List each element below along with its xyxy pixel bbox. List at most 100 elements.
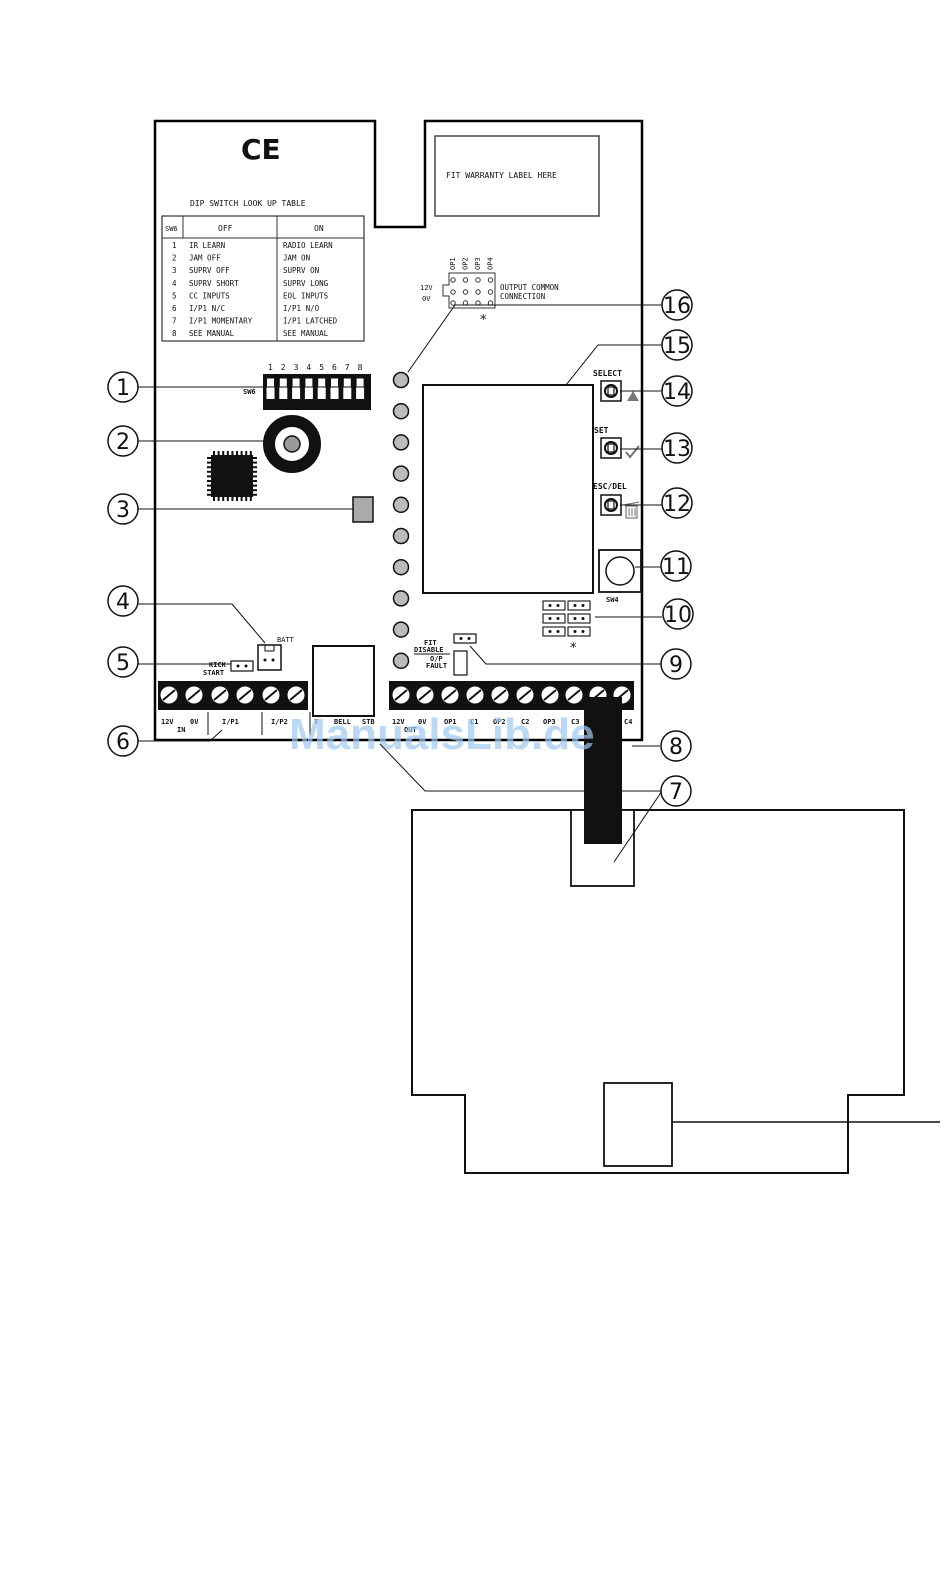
jumper-link[interactable] [567,613,591,624]
op-fault-label-line1: O/P [430,655,443,663]
callout-number: 4 [116,590,130,615]
dip-switch-number: 5 [319,363,324,372]
op-pin [450,277,456,283]
op-label-line1: OUTPUT COMMON [500,283,559,292]
callout-leaders [138,304,663,863]
callout-12: 12 [661,487,693,519]
jumper-link[interactable] [542,626,566,637]
dip-switch-number: 3 [294,363,299,372]
callout-4: 4 [107,585,139,617]
callout-11: 11 [660,550,692,582]
dip-switch-lever[interactable] [317,378,326,399]
callout-10: 10 [662,598,694,630]
dip-row-off: SUPRV SHORT [189,279,239,288]
terminal-label: C3 [571,718,579,726]
callout-number: 3 [116,498,130,523]
dip-switch-lever[interactable] [279,378,288,399]
dip-switch-lever[interactable] [343,378,352,399]
dip-switch-number-bottom: 7 [345,402,349,409]
callout-3: 3 [107,493,139,525]
dip-header-sw: SW6 [165,225,178,233]
op-column-label: OP1 [449,257,457,270]
pcb-outline [153,119,644,742]
start-label: START [203,669,224,677]
esc-del-button[interactable] [600,494,622,516]
callout-1: 1 [107,371,139,403]
terminal-label: C1 [470,718,478,726]
op-column-label: OP2 [462,257,470,270]
dip-row-on: I/P1 LATCHED [283,317,338,326]
up-arrow-icon [627,391,639,401]
callout-number: 8 [669,735,683,760]
op-pin [462,277,469,283]
dip-switch-lever[interactable] [330,378,339,399]
kick-start-jumper[interactable] [230,660,254,672]
status-led [392,527,410,545]
op-column-label: OP4 [487,257,495,270]
jumper-link[interactable] [567,626,591,637]
callout-9: 9 [660,648,692,680]
callout-7: 7 [660,775,692,807]
op-pin [450,300,456,306]
dip-switch-number-bottom: 6 [332,402,336,409]
terminal-label: I/P1 [222,718,239,726]
checkmark-icon [625,445,640,459]
kick-label: KICK [209,661,227,669]
dip-switch-number: 6 [332,363,337,372]
disable-label: DISABLE [414,646,444,654]
select-button[interactable] [600,380,622,402]
dip-row-on: JAM ON [283,254,310,263]
jumper-link[interactable] [542,600,566,611]
callout-number: 10 [664,603,692,628]
dip-switch-lever[interactable] [356,378,365,399]
op-row-0v: 0V [422,295,431,303]
fit-jumper[interactable] [453,633,477,644]
op-pin [487,289,494,295]
set-button[interactable] [600,437,622,459]
dip-row-num: 6 [172,304,177,313]
callout-14: 14 [661,375,693,407]
terminal-label: STB [362,718,375,726]
dip-row-num: 8 [172,329,177,338]
buzzer [263,415,321,473]
dip-row-off: SUPRV OFF [189,266,230,275]
sw4-label: SW4 [606,596,619,604]
dip-switch-lever[interactable] [266,378,275,399]
op-pin [487,277,494,283]
dip-switch-lever[interactable] [304,378,313,399]
status-led [392,590,410,607]
callout-number: 9 [669,653,683,678]
callout-8: 8 [660,730,692,762]
terminal-label: 12V [161,718,174,726]
microcontroller-chip [207,451,257,501]
jumper-link[interactable] [542,613,566,624]
module-port [603,1082,673,1167]
sw4-tamper-button[interactable] [598,549,642,593]
fit-disable-jumper[interactable] [453,650,468,676]
callout-number: 16 [663,294,691,319]
terminal-block-left [158,681,308,710]
watermark: ManualsLib.de [289,710,595,759]
op-pin [462,289,469,295]
lcd-display [422,384,594,594]
trash-icon [623,501,640,519]
jumper-link[interactable] [567,600,591,611]
op-asterisk: * [480,313,487,328]
dip-switch-number-bottom: 8 [358,402,362,409]
terminal-in-label: IN [177,726,185,734]
status-led [392,402,410,420]
terminal-label: OP2 [493,718,506,726]
fit-label: FIT [424,639,437,647]
op-pin [475,289,481,295]
callout-number: 11 [662,555,690,580]
dip-row-off: I/P1 MOMENTARY [189,317,253,326]
dip-switch-lever[interactable] [292,378,301,399]
callout-number: 1 [116,376,130,401]
callout-number: 2 [116,430,130,455]
esc-del-button-label: ESC/DEL [593,482,627,491]
terminal-label: 0V [190,718,199,726]
ir-sensor [352,496,374,523]
set-button-label: SET [594,426,609,435]
